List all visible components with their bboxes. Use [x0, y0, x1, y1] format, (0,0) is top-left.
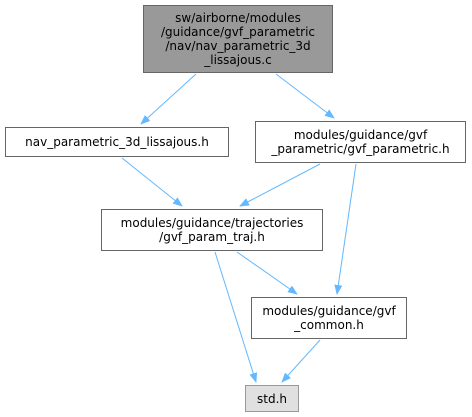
- node-root-line-1: sw/airborne/modules: [175, 11, 301, 25]
- node-gvf-param-h-line-2: _parametric/gvf_parametric.h: [271, 142, 450, 156]
- edge-gvf_param_h-to-common_h: [334, 163, 357, 295]
- edge-nav_h-to-traj_h: [121, 157, 183, 207]
- edge-common_h-to-std_h: [281, 339, 321, 383]
- node-root-line-4: _lissajous.c: [204, 53, 272, 67]
- node-std-h: std.h: [245, 385, 299, 412]
- node-gvf-param-h-line-1: modules/guidance/gvf: [293, 128, 428, 142]
- node-std-h-line-1: std.h: [257, 391, 287, 406]
- edge-root-to-nav_h: [140, 73, 197, 125]
- node-gvf-common-h[interactable]: modules/guidance/gvf _common.h: [251, 297, 407, 339]
- node-traj-h-line-2: /gvf_param_traj.h: [159, 230, 265, 244]
- edge-traj_h-to-std_h: [214, 251, 258, 383]
- node-nav-h-line-1: nav_parametric_3d_lissajous.h: [25, 135, 209, 149]
- node-gvf-parametric-h[interactable]: modules/guidance/gvf _parametric/gvf_par…: [255, 121, 466, 163]
- node-root-line-3: /nav/nav_parametric_3d: [165, 39, 311, 53]
- node-nav-parametric-3d-lissajous-h[interactable]: nav_parametric_3d_lissajous.h: [5, 127, 229, 157]
- node-root-line-2: /guidance/gvf_parametric: [160, 25, 316, 39]
- node-root-source-file: sw/airborne/modules /guidance/gvf_parame…: [143, 5, 333, 73]
- edge-root-to-gvf_param_h: [275, 73, 335, 119]
- node-gvf-param-traj-h[interactable]: modules/guidance/trajectories /gvf_param…: [101, 209, 323, 251]
- node-common-h-line-2: _common.h: [294, 318, 364, 332]
- node-common-h-line-1: modules/guidance/gvf: [262, 304, 396, 318]
- node-traj-h-line-1: modules/guidance/trajectories: [120, 216, 304, 230]
- edge-traj_h-to-common_h: [236, 251, 298, 295]
- edge-gvf_param_h-to-traj_h: [239, 163, 321, 207]
